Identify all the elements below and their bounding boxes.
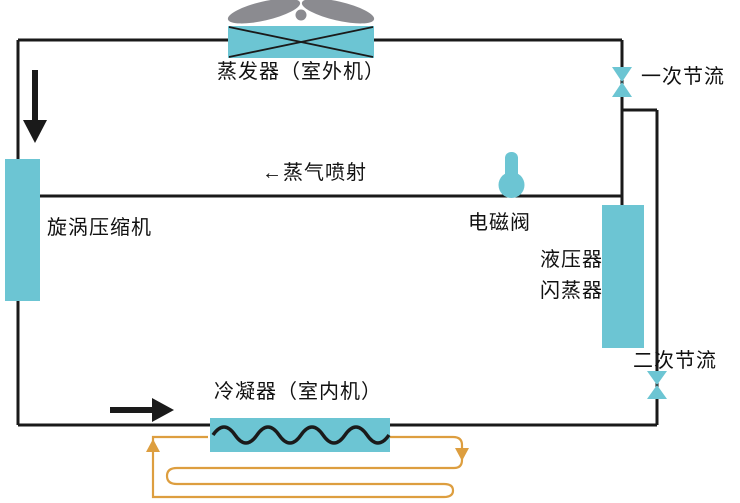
floor-coil — [151, 435, 464, 499]
flash-tank-label-line2: 闪蒸器 — [540, 280, 603, 302]
compressor-label: 旋涡压缩机 — [47, 217, 152, 239]
condenser-label: 冷凝器（室内机） — [214, 381, 382, 403]
evaporator-box — [228, 26, 374, 58]
flash-tank-box — [602, 205, 644, 348]
flow-arrow-right-icon — [110, 398, 174, 422]
first-throttle-valve-icon — [612, 67, 632, 97]
second-throttle-label: 二次节流 — [633, 350, 717, 372]
vapor-injection-label: ←蒸气喷射 — [262, 162, 367, 184]
flash-tank-label-line1: 液压器 — [540, 249, 603, 271]
first-throttle-label: 一次节流 — [641, 66, 725, 88]
condenser-wave — [211, 425, 391, 445]
coil-arrow-down-icon — [455, 448, 469, 461]
condenser-box — [210, 418, 391, 452]
compressor-box — [5, 159, 40, 301]
flow-arrow-down-icon — [23, 70, 47, 143]
evaporator-label: 蒸发器（室外机） — [217, 61, 385, 83]
second-throttle-valve-icon — [647, 371, 667, 399]
solenoid-valve-icon — [498, 152, 525, 198]
fan-icon — [227, 0, 375, 24]
solenoid-valve-label: 电磁阀 — [468, 212, 531, 234]
coil-arrow-up-icon — [146, 439, 160, 452]
